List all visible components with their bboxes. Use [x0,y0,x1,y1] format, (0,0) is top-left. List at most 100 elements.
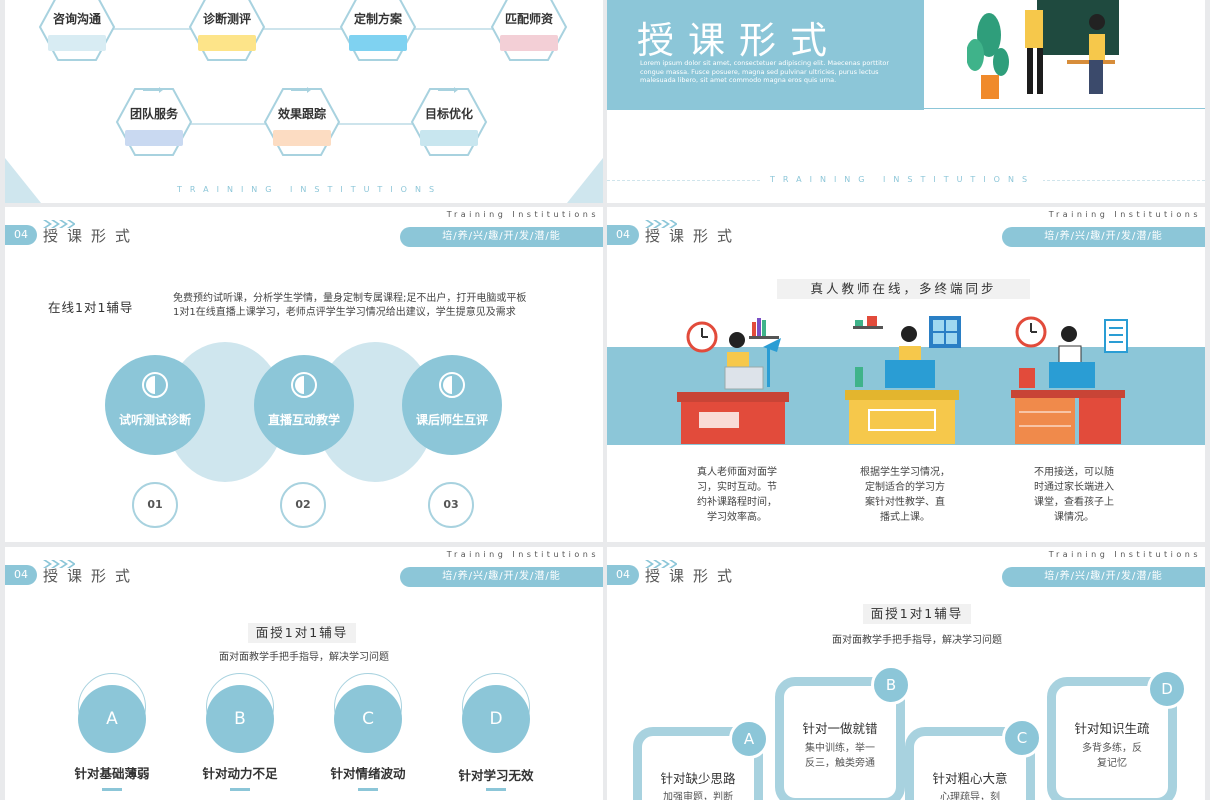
teacher-student-illustration [967,0,1119,99]
letter-badge: B [206,685,274,753]
item-label: 针对情绪波动 [330,766,406,781]
hex-label: 匹配师资 [504,12,553,26]
section-desc: 免费预约试听课，分析学生学情，量身定制专属课程;足不出户，打开电脑或平板 1对1… [173,292,526,320]
section-title: 授课形式 [43,227,140,245]
header-slogan: 培/养/兴/趣/开/发/潜/能 [1002,567,1205,587]
item-desc: 根据学生学习情况， 定制适合的学习方 案针对性教学、直 播式上课。 [845,465,965,525]
section-title: 授课形式 [43,567,140,585]
arrow-icon [438,87,458,93]
item-label: 针对动力不足 [202,766,278,781]
feature-circle: 试听测试诊断 [105,355,205,455]
hex-color-bar [349,35,407,51]
header-slogan: 培/养/兴/趣/开/发/潜/能 [400,227,603,247]
item-desc: 真人老师面对面学 习，实时互动。节 约补课路程时间， 学习效率高。 [677,465,797,525]
section-number: 04 [5,225,37,245]
section-number: 04 [607,225,639,245]
header-english: Training Institutions [446,550,599,559]
hex-label: 定制方案 [353,12,402,26]
slide-face-to-face-cards[interactable]: 04 授课形式 Training Institutions 培/养/兴/趣/开/… [607,547,1205,800]
card-desc: 加强审题，判断 [652,790,744,800]
card-title: 针对知识生疏 [1074,721,1150,736]
hex-color-bar [198,35,256,51]
hex-step: 定制方案 [339,0,417,62]
item-label: 针对基础薄弱 [74,766,150,781]
item-label: 针对学习无效 [458,768,534,783]
card-desc: 心理疏导，刻 [924,790,1016,800]
slide-online-teachers[interactable]: 04 授课形式 Training Institutions 培/养/兴/趣/开/… [607,207,1205,542]
arrow-icon [143,87,163,93]
hex-label: 目标优化 [424,107,473,121]
card-title: 针对一做就错 [802,721,878,736]
slide-online-tutoring[interactable]: 04 授课形式 Training Institutions 培/养/兴/趣/开/… [5,207,603,542]
desc-line: 时通过家长端进入 [1034,482,1114,493]
slide-process-hexagons[interactable]: 咨询沟通 诊断测评 定制方案 匹配师资 团队服务 效果跟踪 目标优化 TRAIN… [5,0,603,203]
card-desc: 多背多练，反 复记忆 [1066,741,1158,771]
letter-badge: D [462,685,530,753]
section-number: 04 [5,565,37,585]
hex-color-bar [125,130,183,146]
half-circle-icon [290,371,318,399]
letter-badge: C [334,685,402,753]
desc-line: 多背多练，反 [1082,743,1142,754]
card-title: 针对粗心大意 [932,771,1008,786]
divider [924,108,1205,109]
half-circle-icon [141,371,169,399]
hex-label: 效果跟踪 [277,107,326,121]
step-number: 03 [428,482,474,528]
desc-line: 约补课路程时间， [697,497,777,508]
hex-step: 团队服务 [115,87,193,157]
chevron-right-icon [645,553,678,572]
feature-circle: 课后师生互评 [402,355,502,455]
desc-line: 课堂，查看孩子上 [1034,497,1114,508]
desc-line: 习，实时互动。节 [697,482,777,493]
desc-line: 免费预约试听课，分析学生学情，量身定制专属课程;足不出户，打开电脑或平板 [173,293,527,304]
page-title: 授课形式 [637,19,841,62]
teacher-desk-illustration [1011,316,1128,444]
section-heading: 面授1对1辅导 [248,623,356,643]
section-heading: 面授1对1辅导 [863,604,971,624]
teacher-desk-illustration [845,316,961,444]
step-number: 01 [132,482,178,528]
title-panel [607,0,924,110]
section-sub: 面对面教学手把手指导，解决学习问题 [219,652,389,663]
desc-line: 心理疏导，刻 [940,792,1000,800]
hex-step: 目标优化 [410,87,488,157]
section-title: 授课形式 [645,227,742,245]
footer-text: TRAINING INSTITUTIONS [762,175,1044,184]
desc-line: 1对1在线直播上课学习，老师点评学生学习情况给出建议，学生提意见及需求 [173,307,516,318]
letter-badge: D [1147,669,1187,709]
card-desc: 集中训练，举一 反三，触类旁通 [794,741,886,771]
dash-decoration [230,788,250,791]
item-desc: 不用接送，可以随 时通过家长端进入 课堂，查看孩子上 课情况。 [1014,465,1134,525]
corner-triangle [5,158,41,203]
hex-label: 诊断测评 [202,12,251,26]
desc-line: 不用接送，可以随 [1034,467,1114,478]
letter-badge: B [871,665,911,705]
desc-line: 真人老师面对面学 [697,467,777,478]
problem-card: 针对一做就错 集中训练，举一 反三，触类旁通 [775,677,905,800]
letter-badge: C [1002,718,1042,758]
hex-step: 效果跟踪 [263,87,341,157]
hex-label: 团队服务 [129,107,178,121]
section-heading: 在线1对1辅导 [48,300,134,315]
connector-line [85,28,525,30]
feature-label: 直播互动教学 [267,413,340,427]
hex-color-bar [500,35,558,51]
header-slogan: 培/养/兴/趣/开/发/潜/能 [400,567,603,587]
chevron-right-icon [645,213,678,232]
letter-badge: A [729,719,769,759]
hex-step: 诊断测评 [188,0,266,62]
desc-line: 反三，触类旁通 [805,758,875,769]
lorem-text: Lorem ipsum dolor sit amet, consectetuer… [640,59,890,84]
hex-step: 匹配师资 [490,0,568,62]
header-english: Training Institutions [1048,550,1201,559]
desc-line: 根据学生学习情况， [860,467,950,478]
dash-decoration [358,788,378,791]
desc-line: 定制适合的学习方 [865,482,945,493]
slide-face-to-face[interactable]: 04 授课形式 Training Institutions 培/养/兴/趣/开/… [5,547,603,800]
slide-title[interactable]: 授课形式 Lorem ipsum dolor sit amet, consect… [607,0,1205,203]
desc-line: 加强审题，判断 [663,792,733,800]
hex-color-bar [420,130,478,146]
desc-line: 播式上课。 [880,512,930,523]
desc-line: 集中训练，举一 [805,743,875,754]
